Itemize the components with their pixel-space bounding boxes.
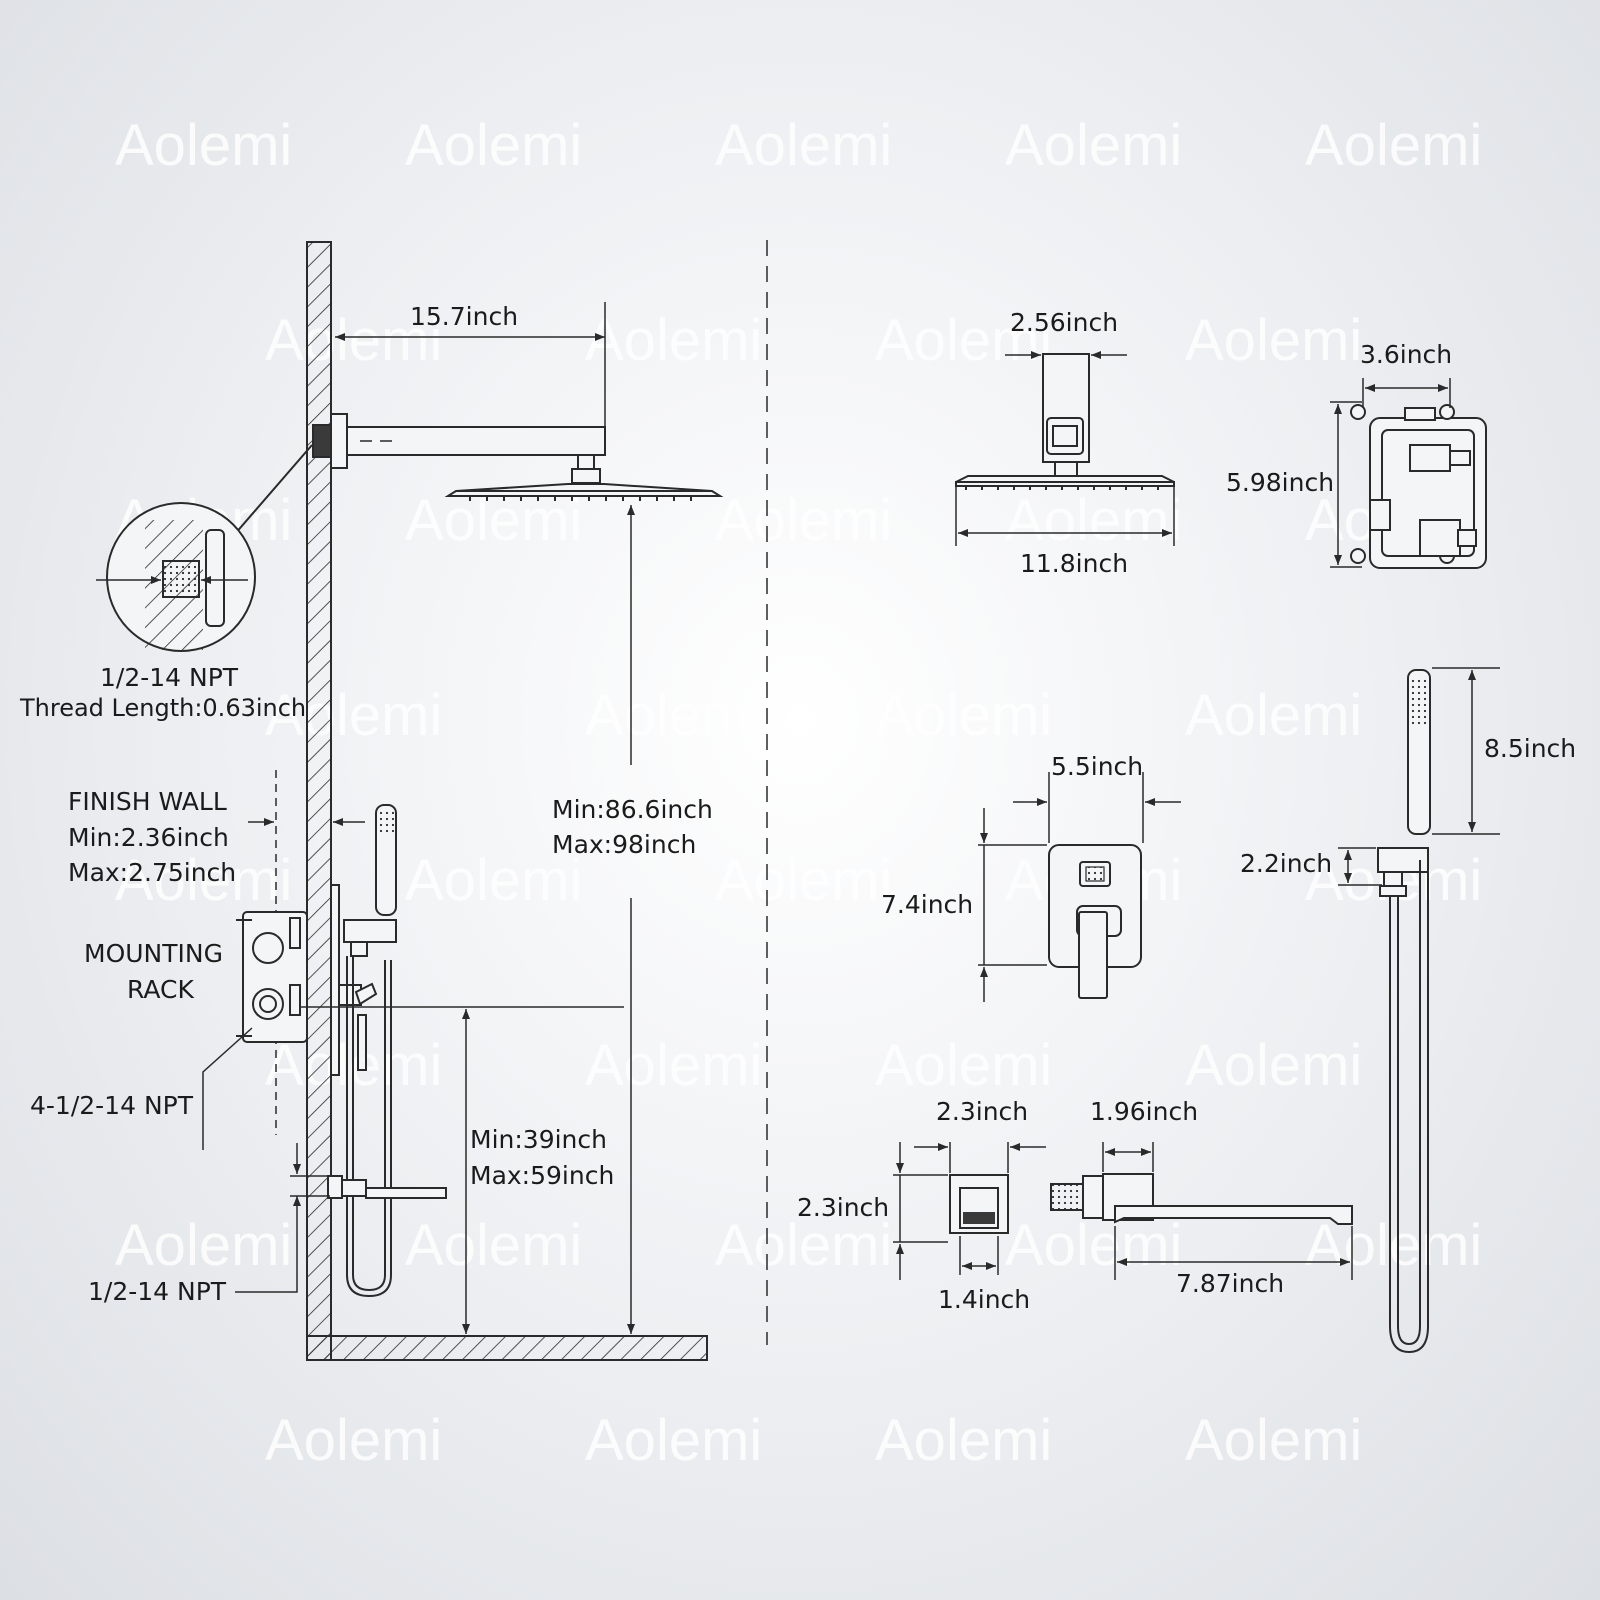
mounting-label: MOUNTING xyxy=(84,939,223,968)
valve-box-detail: 3.6inch 5.98inch xyxy=(1226,340,1487,569)
shower-arm xyxy=(346,426,606,456)
watermark: Aolemi xyxy=(405,1213,582,1278)
watermark: Aolemi xyxy=(1185,1033,1362,1098)
box-height-label: 5.98inch xyxy=(1226,468,1334,497)
watermark: Aolemi xyxy=(875,308,1052,373)
rain-shower-assembly xyxy=(312,413,724,501)
spout-flange xyxy=(327,1175,343,1199)
spout-base-label: 1.96inch xyxy=(1090,1097,1198,1126)
thread-section xyxy=(162,560,200,598)
watermark: Aolemi xyxy=(875,1033,1052,1098)
elbow-height-label: 2.3inch xyxy=(797,1193,889,1222)
watermark: Aolemi xyxy=(585,1408,762,1473)
spout-body xyxy=(1114,1205,1353,1225)
height-min-label: Min:86.6inch xyxy=(552,795,713,824)
height-max-label: Max:98inch xyxy=(552,830,696,859)
mounting-rack xyxy=(236,911,308,1043)
watermark: Aolemi xyxy=(585,308,762,373)
watermark: Aolemi xyxy=(115,113,292,178)
installation-elevation: 15.7inch Min:86.6inch Max:98inch 1/2-14 … xyxy=(19,241,724,1361)
watermark-layer: Aolemi Aolemi Aolemi Aolemi Aolemi Aolem… xyxy=(115,113,1482,1473)
holder-height-label: 2.2inch xyxy=(1240,849,1332,878)
finish-wall-label: FINISH WALL xyxy=(68,787,227,816)
arm-flange xyxy=(330,413,348,469)
npt-bottom-label: 1/2-14 NPT xyxy=(88,1277,227,1306)
watermark: Aolemi xyxy=(405,848,582,913)
spout-thread xyxy=(1050,1183,1084,1211)
trim-width-label: 5.5inch xyxy=(1051,752,1143,781)
watermark: Aolemi xyxy=(405,113,582,178)
elbow-width-label: 2.3inch xyxy=(936,1097,1028,1126)
finish-wall-min-label: Min:2.36inch xyxy=(68,823,229,852)
watermark: Aolemi xyxy=(1005,113,1182,178)
trim-height-label: 7.4inch xyxy=(881,890,973,919)
trim-plate-detail: 5.5inch 7.4inch xyxy=(881,752,1181,1002)
watermark: Aolemi xyxy=(115,1213,292,1278)
floor xyxy=(306,1335,708,1361)
tub-spout xyxy=(365,1187,447,1199)
watermark: Aolemi xyxy=(585,683,762,748)
handshower-hose xyxy=(1397,860,1421,1346)
spray-face xyxy=(1410,676,1428,726)
ball-joint xyxy=(571,468,601,484)
wall-handshower-assembly xyxy=(338,804,397,1298)
rain-head-detail: 11.8inch 2.56inch xyxy=(955,308,1175,578)
wall-elbow-detail: 2.3inch 2.3inch 1.4inch xyxy=(797,1097,1046,1314)
valve-min-label: Min:39inch xyxy=(470,1125,607,1154)
watermark: Aolemi xyxy=(715,113,892,178)
npt-top-label: 1/2-14 NPT xyxy=(100,663,239,692)
handshower-holder xyxy=(343,919,397,943)
rack-label: RACK xyxy=(127,975,194,1004)
handshower-length-label: 8.5inch xyxy=(1484,734,1576,763)
watermark: Aolemi xyxy=(715,488,892,553)
watermark: Aolemi xyxy=(1005,488,1182,553)
watermark: Aolemi xyxy=(405,488,582,553)
tub-spout-detail: 1.96inch 7.87inch xyxy=(1050,1097,1353,1298)
finish-wall-max-label: Max:2.75inch xyxy=(68,858,236,887)
watermark: Aolemi xyxy=(115,848,292,913)
elbow-outlet-label: 1.4inch xyxy=(938,1285,1030,1314)
watermark: Aolemi xyxy=(265,683,442,748)
thread-length-label: Thread Length:0.63inch xyxy=(19,694,306,722)
handshower-detail: 8.5inch 2.2inch xyxy=(1240,667,1576,1354)
hose xyxy=(352,956,386,1292)
arm-length-label: 15.7inch xyxy=(410,302,518,331)
box-width-label: 3.6inch xyxy=(1360,340,1452,369)
valve-max-label: Max:59inch xyxy=(470,1161,614,1190)
watermark: Aolemi xyxy=(265,1408,442,1473)
watermark: Aolemi xyxy=(875,683,1052,748)
npt-valve-label: 4-1/2-14 NPT xyxy=(30,1091,194,1120)
watermark: Aolemi xyxy=(1185,308,1362,373)
watermark: Aolemi xyxy=(1185,683,1362,748)
watermark: Aolemi xyxy=(1005,1213,1182,1278)
spout-length-label: 7.87inch xyxy=(1176,1269,1284,1298)
head-width-label: 11.8inch xyxy=(1020,549,1128,578)
watermark: Aolemi xyxy=(1185,1408,1362,1473)
watermark: Aolemi xyxy=(715,1213,892,1278)
watermark: Aolemi xyxy=(875,1408,1052,1473)
trim-plate-side xyxy=(330,884,340,1076)
thread-detail-callout xyxy=(96,444,313,652)
watermark: Aolemi xyxy=(1305,1213,1482,1278)
flange-width-label: 2.56inch xyxy=(1010,308,1118,337)
nozzles xyxy=(469,496,692,501)
watermark: Aolemi xyxy=(585,1033,762,1098)
watermark: Aolemi xyxy=(1305,113,1482,178)
lever-handle xyxy=(1078,911,1108,999)
watermark: Aolemi xyxy=(715,848,892,913)
